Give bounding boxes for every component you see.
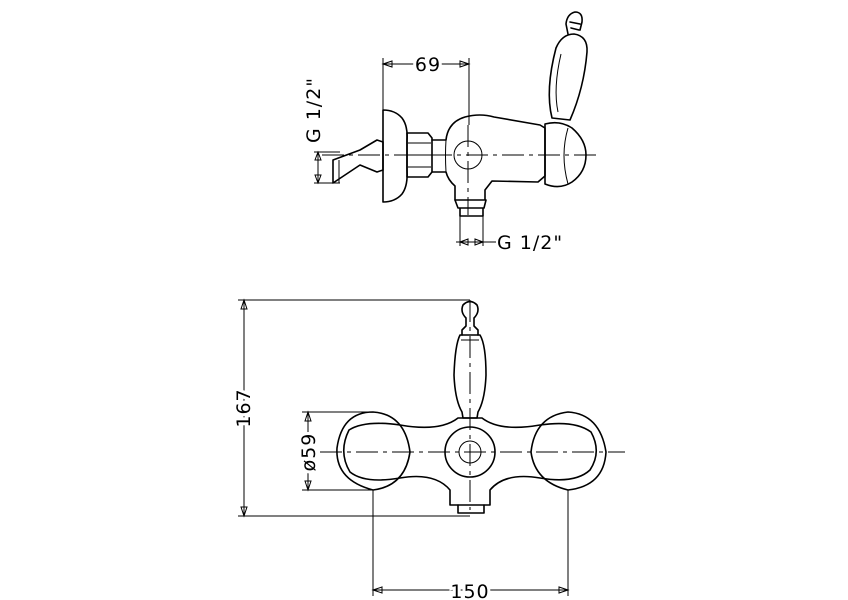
dim-69-label: 69: [415, 54, 441, 76]
front-handle-knob: [461, 300, 479, 336]
centre-ring: [444, 426, 496, 478]
front-handle: [453, 334, 487, 419]
front-body: [342, 417, 598, 506]
inlet-thread-label: G 1/2": [303, 77, 325, 143]
dim-69: 69: [381, 51, 471, 125]
dim-150-label: 150: [450, 581, 489, 600]
outlet-spout: [454, 199, 487, 217]
outlet-thread-label: G 1/2": [497, 232, 563, 254]
dim-167: 167: [230, 298, 470, 518]
side-handle-knob: [565, 11, 583, 35]
cartridge-cap: [544, 121, 587, 188]
dim-diameter-59: ø59: [295, 410, 373, 492]
wall-flange: [382, 109, 408, 203]
dim-outlet-thread: G 1/2": [456, 216, 563, 254]
right-eccentric-cap: [530, 411, 607, 491]
dim-167-label: 167: [233, 388, 255, 427]
dim-inlet-thread: G 1/2": [303, 77, 340, 185]
side-view: 69 G 1/2" G 1/2": [303, 11, 598, 254]
dim-150: 150: [371, 490, 570, 600]
mixer-body: [431, 114, 546, 201]
front-outlet: [457, 504, 485, 514]
dim-diameter-label: ø59: [298, 433, 320, 472]
side-handle: [548, 33, 588, 121]
inlet-pipe: [332, 139, 384, 184]
front-view: 167 ø59 150: [230, 298, 625, 600]
